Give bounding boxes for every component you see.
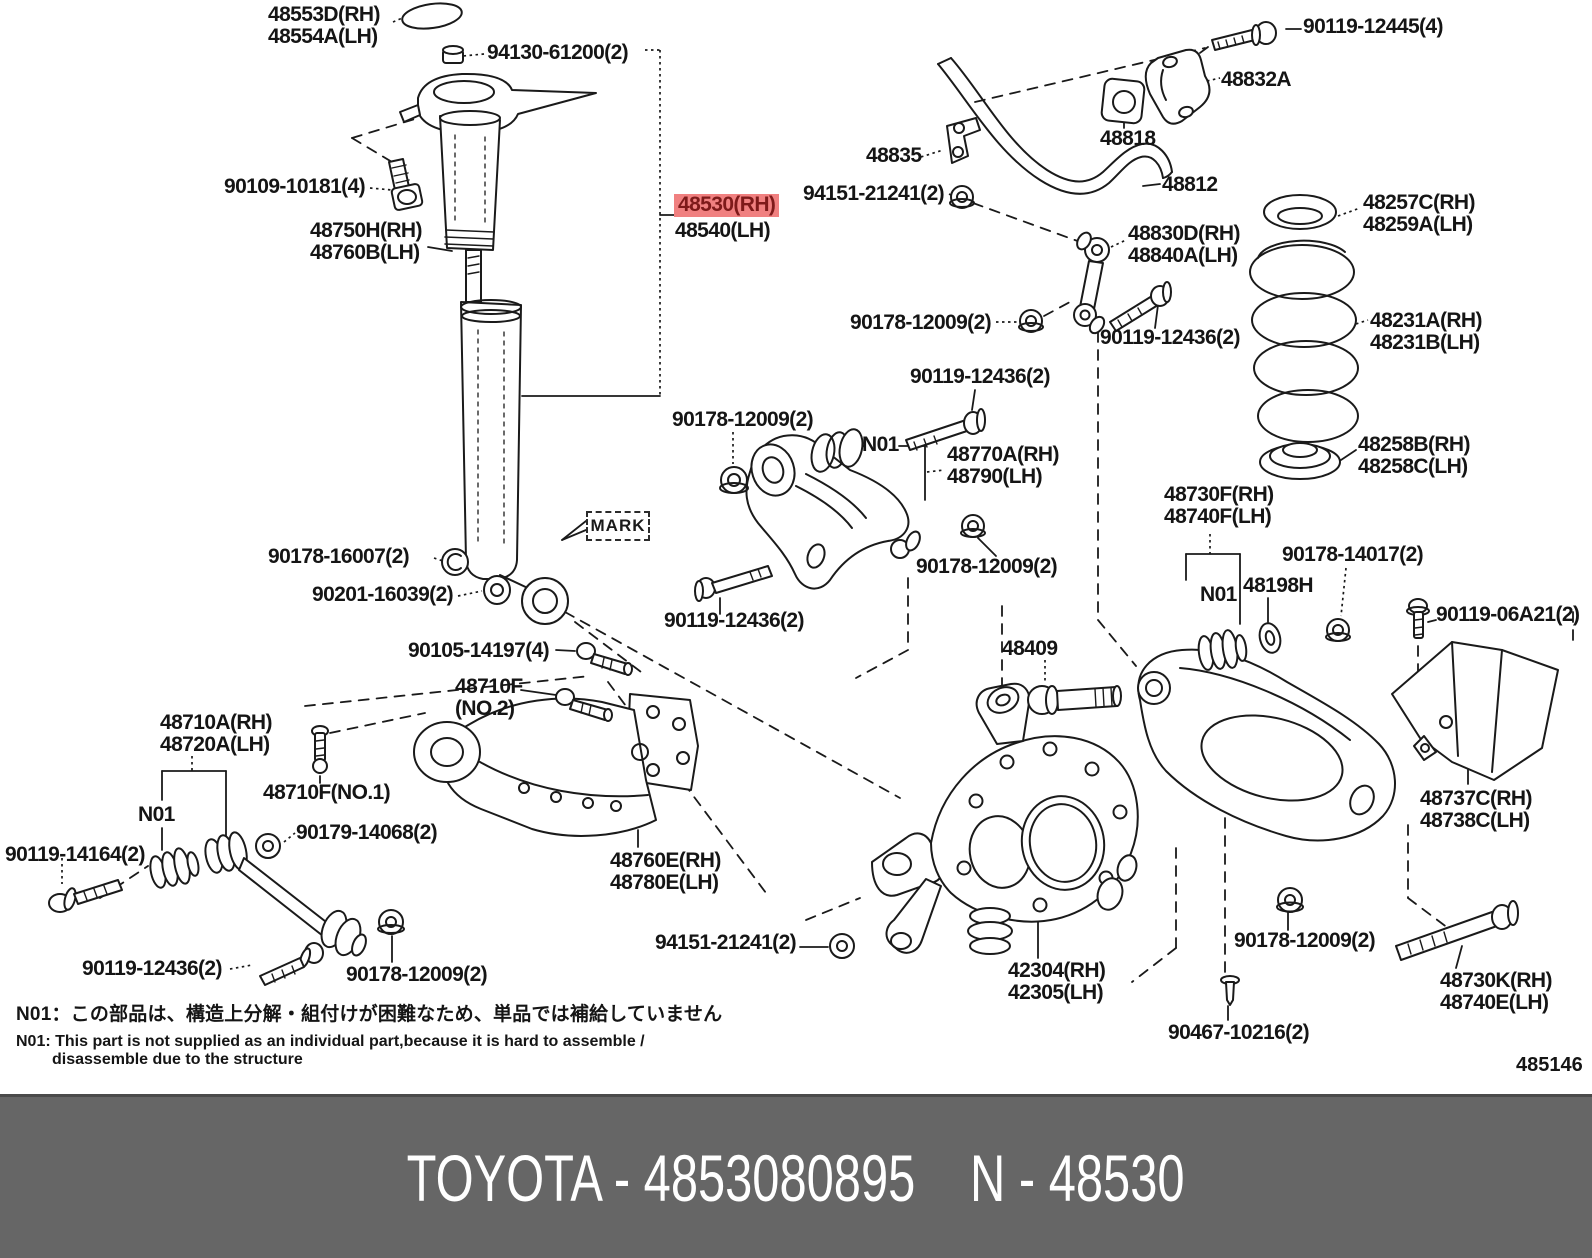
knuckle-drawing bbox=[829, 682, 1139, 959]
upper-control-arm-drawing bbox=[694, 408, 986, 602]
parts-diagram bbox=[48, 2, 1574, 1021]
shock-absorber-drawing bbox=[388, 2, 597, 625]
footnote-japanese: N01：この部品は、構造上分解・組付けが困難なため、単品では補給していません bbox=[16, 1004, 723, 1025]
part-label-90119-12436-upper-arm[interactable]: 90119-12436(2) bbox=[910, 365, 1051, 388]
footnote-english-line2: disassemble due to the structure bbox=[52, 1051, 303, 1068]
part-label-94151-21241-lower[interactable]: 94151-21241(2) bbox=[655, 931, 797, 954]
snap-ring-and-washer-drawing bbox=[441, 548, 511, 605]
part-label-48530-highlighted[interactable]: 48530(RH) bbox=[674, 194, 780, 217]
part-label-90178-16007[interactable]: 90178-16007(2) bbox=[268, 545, 410, 568]
footer-banner-text: TOYOTA - 4853080895 N - 48530 bbox=[407, 1140, 1185, 1216]
part-label-90178-12009-rod[interactable]: 90178-12009(2) bbox=[346, 963, 488, 986]
part-label-94151-21241-upper[interactable]: 94151-21241(2) bbox=[803, 182, 945, 205]
note-ref-n01-lower-arm: N01 bbox=[1200, 583, 1237, 606]
part-label-48760e[interactable]: 48760E(RH) 48780E(LH) bbox=[610, 849, 721, 894]
part-label-94130-61200[interactable]: 94130-61200(2) bbox=[487, 41, 629, 64]
note-ref-n01-upper-arm: N01 bbox=[862, 433, 899, 456]
part-label-90178-12009-upper-arm-right[interactable]: 90178-12009(2) bbox=[916, 555, 1058, 578]
part-label-48257c[interactable]: 48257C(RH) 48259A(LH) bbox=[1363, 191, 1475, 236]
part-label-48830d[interactable]: 48830D(RH) 48840A(LH) bbox=[1128, 222, 1240, 267]
part-label-48818[interactable]: 48818 bbox=[1100, 127, 1156, 150]
part-label-90105-14197[interactable]: 90105-14197(4) bbox=[408, 639, 550, 662]
part-label-90119-12445[interactable]: 90119-12445(4) bbox=[1303, 15, 1444, 38]
part-label-48258b[interactable]: 48258B(RH) 48258C(LH) bbox=[1358, 433, 1470, 478]
part-label-48198h[interactable]: 48198H bbox=[1243, 574, 1314, 597]
part-label-48409[interactable]: 48409 bbox=[1002, 637, 1058, 660]
part-label-48231a[interactable]: 48231A(RH) 48231B(LH) bbox=[1370, 309, 1482, 354]
part-label-90119-06a21[interactable]: 90119-06A21(2) bbox=[1436, 603, 1580, 626]
trailing-arm-drawing bbox=[413, 642, 699, 837]
banner-brand-part-number: TOYOTA - 4853080895 bbox=[407, 1140, 916, 1215]
lower-control-arm-drawing bbox=[1137, 598, 1559, 1006]
part-label-48730f[interactable]: 48730F(RH) 48740F(LH) bbox=[1164, 483, 1274, 528]
part-label-90179-14068[interactable]: 90179-14068(2) bbox=[296, 821, 438, 844]
part-label-90178-12009-upper-arm-left[interactable]: 90178-12009(2) bbox=[672, 408, 814, 431]
part-label-90119-14164[interactable]: 90119-14164(2) bbox=[5, 843, 146, 866]
part-label-48730k[interactable]: 48730K(RH) 48740E(LH) bbox=[1440, 969, 1552, 1014]
part-label-90178-12009-lower-arm[interactable]: 90178-12009(2) bbox=[1234, 929, 1376, 952]
part-label-48750h[interactable]: 48750H(RH) 48760B(LH) bbox=[310, 219, 422, 264]
part-label-90119-12436-stab[interactable]: 90119-12436(2) bbox=[1100, 326, 1241, 349]
part-label-48832a[interactable]: 48832A bbox=[1221, 68, 1292, 91]
coil-spring-drawing bbox=[1249, 194, 1359, 480]
solid-leader-lines bbox=[161, 28, 1469, 1021]
banner-catalog-code: N - 48530 bbox=[970, 1140, 1185, 1215]
part-label-48770a[interactable]: 48770A(RH) 48790(LH) bbox=[947, 443, 1059, 488]
part-label-90119-12436-center[interactable]: 90119-12436(2) bbox=[664, 609, 805, 632]
note-ref-n01-rod: N01 bbox=[138, 803, 175, 826]
part-label-90178-14017[interactable]: 90178-14017(2) bbox=[1282, 543, 1424, 566]
part-label-48812[interactable]: 48812 bbox=[1162, 173, 1218, 196]
part-label-48710f-no1[interactable]: 48710F(NO.1) bbox=[263, 781, 391, 804]
dotted-leader-lines bbox=[61, 15, 1369, 970]
part-label-90467-10216[interactable]: 90467-10216(2) bbox=[1168, 1021, 1310, 1044]
part-label-42304[interactable]: 42304(RH) 42305(LH) bbox=[1008, 959, 1106, 1004]
part-label-48540[interactable]: 48540(LH) bbox=[675, 219, 771, 242]
part-label-48835[interactable]: 48835 bbox=[866, 144, 922, 167]
part-label-90119-12436-rod[interactable]: 90119-12436(2) bbox=[82, 957, 223, 980]
part-label-90178-12009-stab[interactable]: 90178-12009(2) bbox=[850, 311, 992, 334]
lateral-rod-drawing bbox=[48, 725, 405, 986]
part-label-48710f-no2[interactable]: 48710F (NO.2) bbox=[455, 675, 523, 720]
mark-annotation-box: MARK bbox=[586, 511, 650, 541]
part-label-48553d[interactable]: 48553D(RH) 48554A(LH) bbox=[268, 3, 380, 48]
figure-number: 485146 bbox=[1516, 1054, 1583, 1076]
footnote-english-line1: N01: This part is not supplied as an ind… bbox=[16, 1033, 645, 1050]
part-label-90109-10181[interactable]: 90109-10181(4) bbox=[224, 175, 366, 198]
footer-banner: TOYOTA - 4853080895 N - 48530 bbox=[0, 1094, 1592, 1258]
part-label-48737c[interactable]: 48737C(RH) 48738C(LH) bbox=[1420, 787, 1532, 832]
part-label-48710a[interactable]: 48710A(RH) 48720A(LH) bbox=[160, 711, 272, 756]
part-label-90201-16039[interactable]: 90201-16039(2) bbox=[312, 583, 454, 606]
stabilizer-bar-drawing bbox=[937, 21, 1277, 335]
